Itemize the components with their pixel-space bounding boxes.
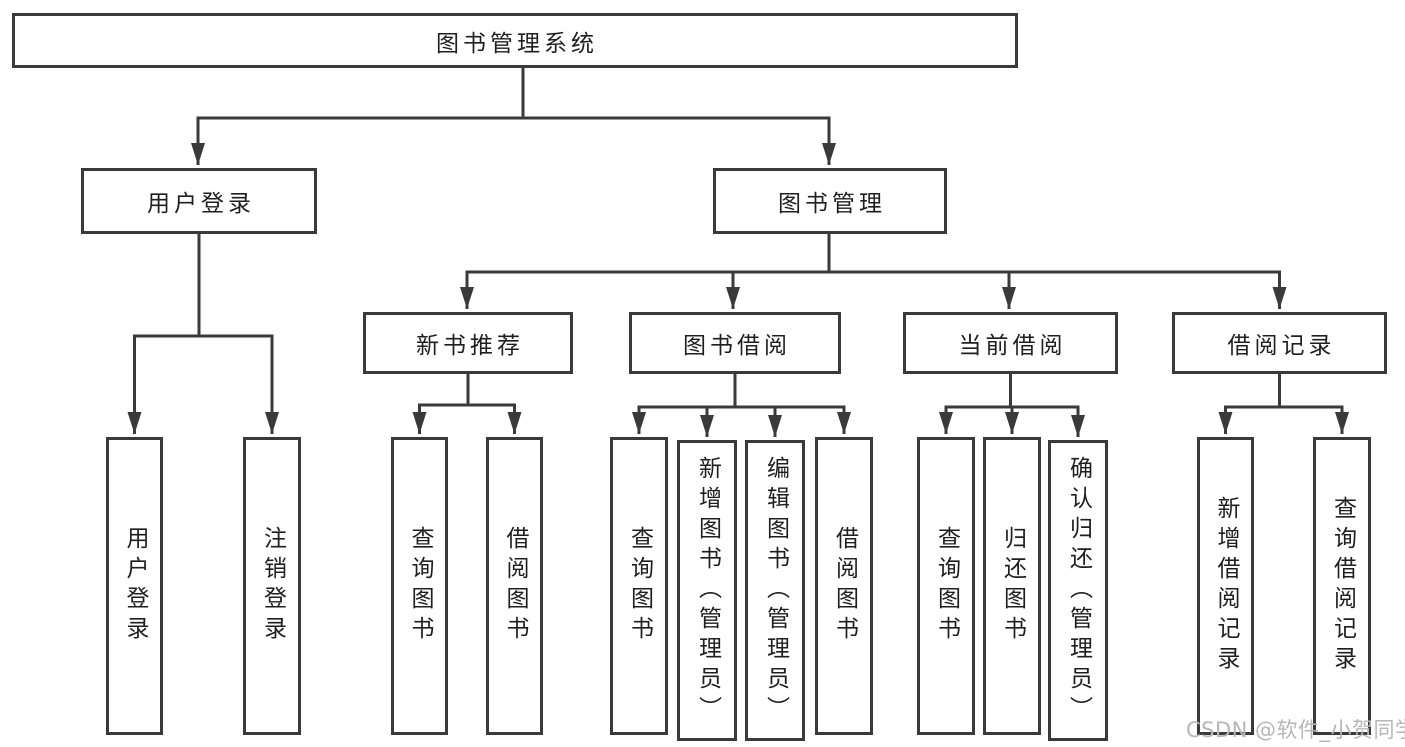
leaf-logout-label: 注销登录 <box>259 526 286 646</box>
leaf-add-borrow-record-label: 新增借阅记录 <box>1213 496 1239 676</box>
node-book-borrow: 图书借阅 <box>629 312 841 374</box>
leaf-edit-book-admin: 编辑图书（管理员） <box>745 440 805 741</box>
leaf-query-borrow-record: 查询借阅记录 <box>1313 437 1371 735</box>
leaf-user-login-label: 用户登录 <box>122 526 148 646</box>
node-borrow-records: 借阅记录 <box>1172 312 1387 374</box>
leaf-user-login: 用户登录 <box>106 437 163 735</box>
leaf-query-books-current: 查询图书 <box>917 437 975 735</box>
leaf-return-book: 归还图书 <box>983 437 1041 735</box>
node-library-system: 图书管理系统 <box>12 13 1018 68</box>
leaf-query-books-borrow-label: 查询图书 <box>626 526 653 646</box>
leaf-edit-book-admin-label: 编辑图书（管理员） <box>762 455 789 726</box>
leaf-logout: 注销登录 <box>243 437 301 735</box>
leaf-add-borrow-record: 新增借阅记录 <box>1197 437 1254 735</box>
node-book-borrow-label: 图书借阅 <box>683 333 791 359</box>
node-user-login: 用户登录 <box>81 168 317 234</box>
leaf-borrow-books: 借阅图书 <box>815 437 873 735</box>
node-library-system-label: 图书管理系统 <box>436 30 598 57</box>
node-book-management: 图书管理 <box>713 168 947 234</box>
leaf-query-books-recommend-label: 查询图书 <box>407 526 433 646</box>
leaf-query-books-current-label: 查询图书 <box>933 526 960 646</box>
node-current-borrow-label: 当前借阅 <box>958 333 1067 359</box>
leaf-return-book-label: 归还图书 <box>999 526 1026 646</box>
node-book-management-label: 图书管理 <box>778 191 886 217</box>
csdn-watermark: CSDN @软件_小贺同学 <box>1186 718 1405 742</box>
leaf-confirm-return-admin-label: 确认归还（管理员） <box>1065 455 1092 726</box>
leaf-query-books-borrow: 查询图书 <box>610 437 668 735</box>
leaf-borrow-books-recommend-label: 借阅图书 <box>502 526 528 646</box>
leaf-query-borrow-record-label: 查询借阅记录 <box>1329 496 1356 676</box>
leaf-query-books-recommend: 查询图书 <box>391 437 448 735</box>
node-new-book-recommend: 新书推荐 <box>363 312 573 374</box>
leaf-add-book-admin-label: 新增图书（管理员） <box>694 455 721 726</box>
leaf-borrow-books-recommend: 借阅图书 <box>486 437 543 735</box>
leaf-confirm-return-admin: 确认归还（管理员） <box>1048 440 1108 741</box>
node-user-login-label: 用户登录 <box>147 191 255 217</box>
leaf-borrow-books-label: 借阅图书 <box>831 526 858 646</box>
node-borrow-records-label: 借阅记录 <box>1227 333 1336 359</box>
node-current-borrow: 当前借阅 <box>903 312 1118 374</box>
leaf-add-book-admin: 新增图书（管理员） <box>677 440 737 741</box>
node-new-book-recommend-label: 新书推荐 <box>416 333 524 359</box>
